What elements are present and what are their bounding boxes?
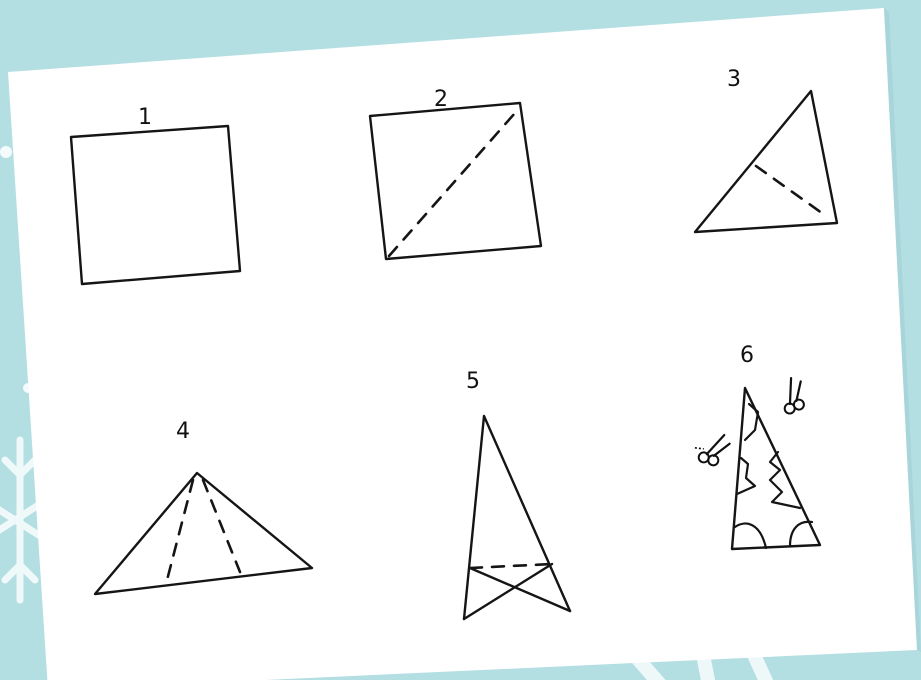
step-3-label: 3: [727, 67, 741, 92]
step-4-label: 4: [176, 419, 190, 444]
step-6-label: 6: [740, 343, 754, 368]
step-1-label: 1: [138, 105, 152, 130]
step-5-label: 5: [466, 369, 480, 394]
snow-dot: [0, 146, 12, 158]
